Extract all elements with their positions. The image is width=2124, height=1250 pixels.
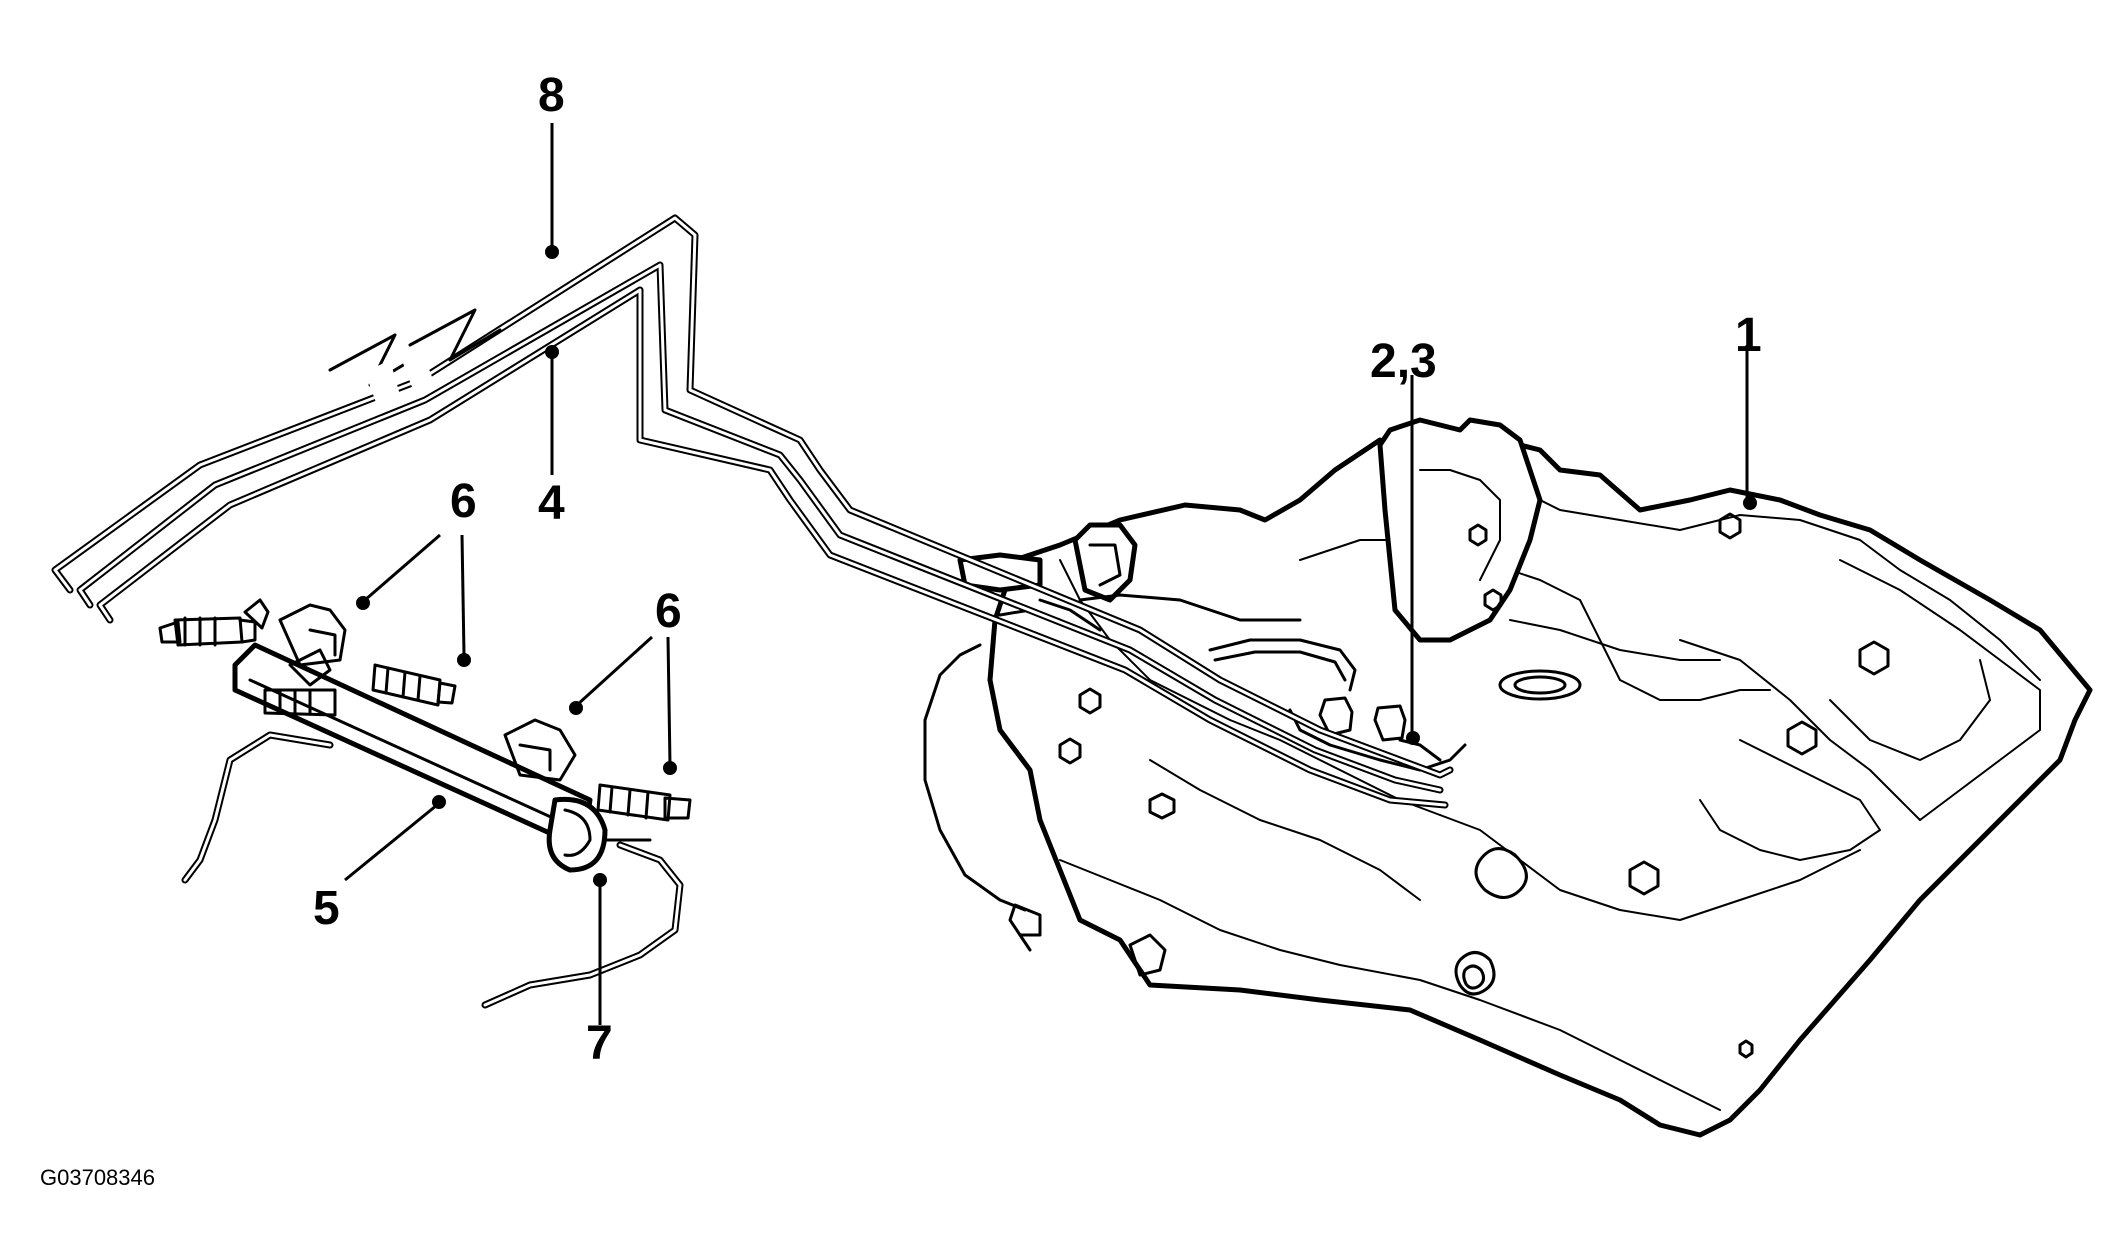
leader-lines	[344, 123, 1757, 1025]
callout-7: 7	[586, 1017, 613, 1070]
fuel-rail	[158, 598, 692, 873]
figure-id: G03708346	[40, 1165, 155, 1190]
fuel-pump-sender-unit	[1078, 593, 1467, 772]
callout-6-right: 6	[655, 585, 682, 638]
callout-2-3: 2,3	[1370, 335, 1437, 388]
callout-1: 1	[1735, 309, 1762, 362]
callout-5: 5	[313, 882, 340, 935]
callout-6-left: 6	[450, 475, 477, 528]
hoses-and-wiring	[181, 598, 1102, 1009]
callout-8: 8	[538, 69, 565, 122]
callout-4: 4	[538, 477, 565, 530]
fuel-lines	[51, 214, 1454, 809]
fuel-tank	[957, 417, 2093, 1138]
